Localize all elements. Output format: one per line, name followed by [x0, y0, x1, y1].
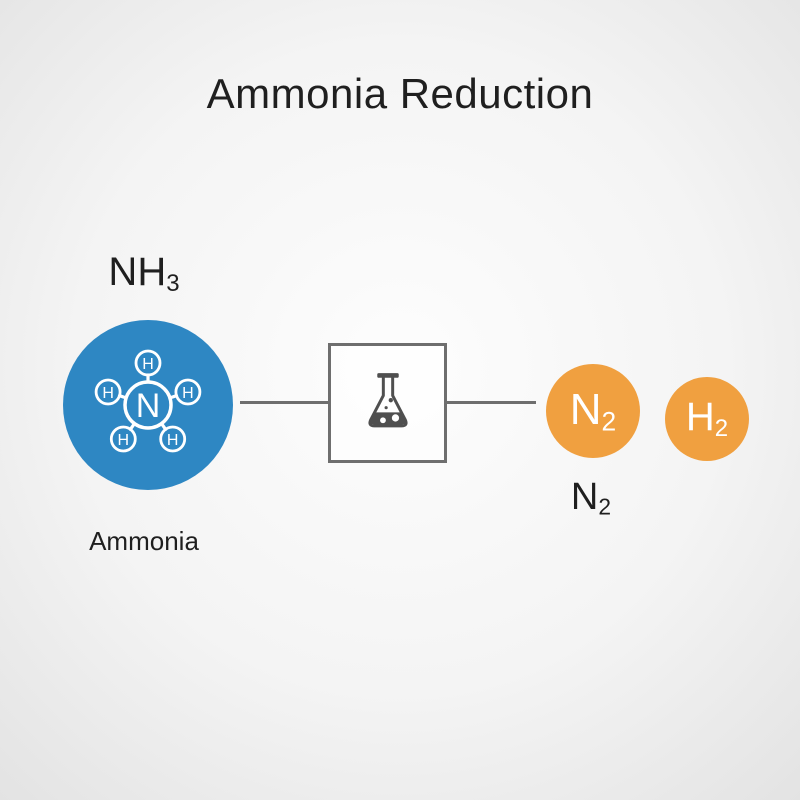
- nh3-molecule-icon: N H H H H H: [94, 349, 202, 453]
- hydrogen-atom-ring: [109, 425, 137, 453]
- hydrogen-atoms: H H H H H: [94, 349, 202, 453]
- hydrogen-atom-label: H: [102, 385, 114, 402]
- page-title: Ammonia Reduction: [206, 70, 594, 117]
- nitrogen-atom-label: N: [136, 387, 161, 425]
- hydrogen-atom-ring: [174, 378, 202, 406]
- reaction-box: [328, 343, 447, 463]
- nitrogen-product-circle: N2: [546, 364, 640, 458]
- hydrogen-atom-label: H: [118, 432, 130, 449]
- reactant-formula-subscript: 3: [166, 270, 180, 297]
- connector-line-right: [446, 401, 536, 404]
- ammonia-molecule-circle: N H H H H H: [63, 320, 233, 490]
- reactant-name-label: Ammonia: [89, 526, 199, 556]
- hydrogen-atom-label: H: [142, 356, 154, 373]
- nitrogen-atom-ring: [123, 380, 173, 430]
- reactant-formula-label: NH3: [108, 250, 179, 298]
- hydrogen-atom-label: H: [182, 385, 194, 402]
- connector-line-left: [240, 401, 329, 404]
- reactant-formula-main: NH: [108, 250, 167, 294]
- hydrogen-atom-ring: [159, 425, 187, 453]
- hydrogen-product-circle: H2: [665, 377, 749, 461]
- hydrogen-atom-ring: [134, 349, 162, 377]
- flask-icon: [367, 373, 408, 428]
- nitrogen-product-symbol: N2: [569, 384, 617, 437]
- hydrogen-atom-ring: [94, 378, 122, 406]
- product-label: N2: [570, 476, 612, 520]
- hydrogen-atom-label: H: [167, 432, 179, 449]
- hydrogen-product-symbol: H2: [685, 395, 729, 442]
